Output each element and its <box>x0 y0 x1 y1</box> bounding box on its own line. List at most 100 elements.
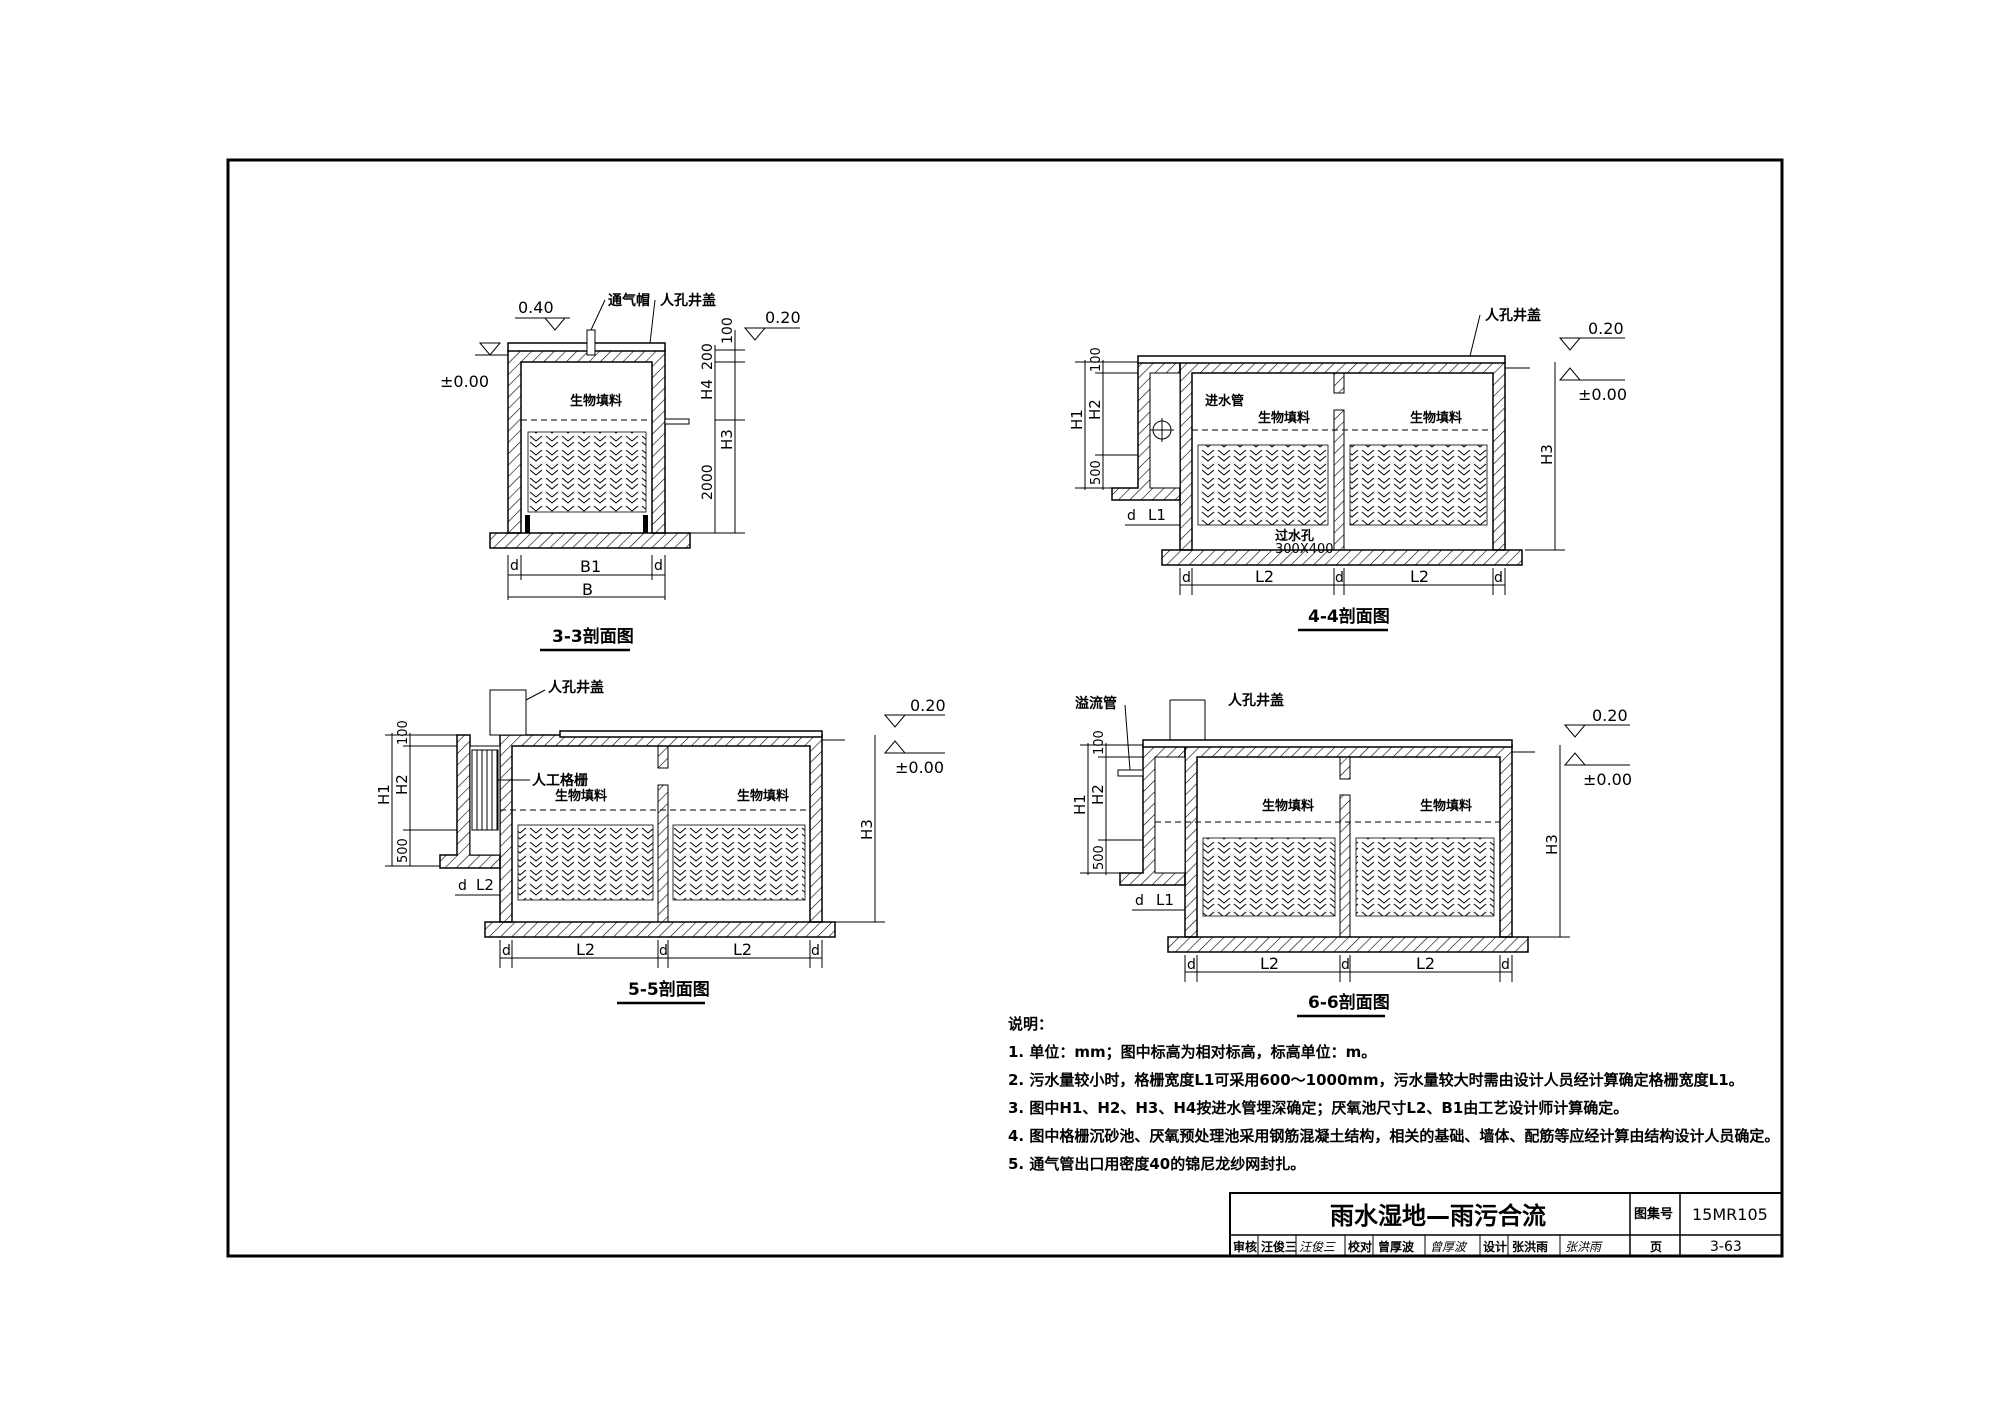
atlas-label: 图集号 <box>1634 1206 1673 1222</box>
dim-text: 100 <box>396 720 411 745</box>
dim-text: B <box>582 580 593 599</box>
label-manhole: 人孔井盖 <box>1485 307 1541 324</box>
bio-filler <box>527 431 647 513</box>
elevation-marker <box>1558 367 1582 381</box>
dim-text: H3 <box>1538 444 1556 465</box>
leader-line <box>1469 314 1481 357</box>
dim-text: d <box>1501 957 1510 973</box>
dim-text: H3 <box>1543 834 1561 855</box>
label-vent: 通气帽 <box>608 292 650 309</box>
elevation-label: ±0.00 <box>1583 770 1632 789</box>
label-filler: 生物填料 <box>1262 798 1314 814</box>
elevation-label: 0.20 <box>1588 319 1624 338</box>
section-title: 6-6剖面图 <box>1308 992 1390 1013</box>
elevation-marker <box>1563 724 1587 738</box>
section-4-4: 人孔井盖 进水管 生物填料 生物填料 过水孔 300X400 0.20 ±0.0… <box>1068 307 1627 632</box>
elevation-label: 0.20 <box>910 696 946 715</box>
label-grille: 人工格栅 <box>532 772 588 789</box>
elevation-label: 0.20 <box>1592 706 1628 725</box>
section-title: 4-4剖面图 <box>1308 606 1390 627</box>
vent-pipe <box>586 329 596 356</box>
dim-text: H1 <box>1071 794 1089 815</box>
elevation-marker <box>478 342 502 356</box>
notes-heading: 说明： <box>1008 1015 1054 1033</box>
note-item: 1. 单位：mm；图中标高为相对标高，标高单位：m。 <box>1008 1043 1377 1061</box>
elevation-label: 0.20 <box>765 308 801 327</box>
dim-text: H1 <box>375 784 393 805</box>
sheet-border <box>226 158 1784 1258</box>
page-number: 3-63 <box>1710 1239 1742 1255</box>
review-name: 汪俊三 <box>1261 1239 1297 1254</box>
dim-text: 500 <box>1092 845 1107 870</box>
review-label: 审核 <box>1233 1239 1257 1254</box>
dim-text: d <box>502 943 511 959</box>
check-name: 曾厚波 <box>1378 1239 1415 1254</box>
dim-text: d <box>811 943 820 959</box>
tank-walls <box>499 734 823 923</box>
elevation-marker <box>743 327 767 341</box>
review-signature: 汪俊三 <box>1299 1240 1336 1254</box>
dim-text: 100 <box>720 317 736 344</box>
bio-filler <box>517 824 654 901</box>
cover-slab <box>1137 355 1506 364</box>
dim-text: L2 <box>1416 954 1435 973</box>
dim-text: 100 <box>1089 347 1104 372</box>
tank-walls <box>507 349 666 534</box>
elevation-label: ±0.00 <box>895 758 944 777</box>
drawing-title: 雨水湿地—雨污合流 <box>1330 1202 1546 1230</box>
partition-upper <box>1339 756 1351 780</box>
dim-text: L2 <box>733 940 752 959</box>
dim-text: L2 <box>476 876 494 894</box>
dim-text: d <box>1182 570 1191 586</box>
leader-line <box>1124 704 1131 771</box>
page-label: 页 <box>1650 1240 1662 1254</box>
dim-text: d <box>1187 957 1196 973</box>
check-label: 校对 <box>1348 1239 1372 1254</box>
dim-text: d <box>1494 570 1503 586</box>
tank-walls <box>1179 361 1506 551</box>
elevation-label: ±0.00 <box>440 372 489 391</box>
elevation-marker <box>883 740 907 754</box>
dim-text: H2 <box>1086 399 1104 420</box>
leader-line <box>590 299 606 331</box>
label-hole-size: 300X400 <box>1275 542 1334 557</box>
note-item: 2. 污水量较小时，格栅宽度L1可采用600～1000mm，污水量较大时需由设计… <box>1008 1071 1744 1089</box>
notes-block: 说明： 1. 单位：mm；图中标高为相对标高，标高单位：m。 2. 污水量较小时… <box>1008 1010 1988 1178</box>
label-overflow: 溢流管 <box>1075 695 1117 712</box>
note-item: 3. 图中H1、H2、H3、H4按进水管埋深确定；厌氧池尺寸L2、B1由工艺设计… <box>1008 1099 1629 1117</box>
dim-text: L1 <box>1148 506 1166 524</box>
dim-text: B1 <box>580 557 601 576</box>
elevation-label: ±0.00 <box>1578 385 1627 404</box>
partition-main <box>1339 794 1351 938</box>
elevation-marker <box>543 317 567 331</box>
section-3-3: 0.40 ±0.00 0.20 通气帽 人孔井盖 生物填料 100 200 H4… <box>440 292 801 652</box>
dim-text: H2 <box>393 774 411 795</box>
note-item: 4. 图中格栅沉砂池、厌氧预处理池采用钢筋混凝土结构，相关的基础、墙体、配筋等应… <box>1008 1127 1780 1145</box>
dim-text: d <box>1135 893 1144 909</box>
partition-upper <box>657 745 669 769</box>
label-filler: 生物填料 <box>570 393 622 409</box>
partition-upper <box>1333 372 1345 394</box>
dim-text: L2 <box>576 940 595 959</box>
leader-line <box>525 689 546 701</box>
base-slab <box>484 921 836 938</box>
outlet-pipe <box>664 418 690 425</box>
elevation-marker <box>1563 752 1587 766</box>
label-filler: 生物填料 <box>555 788 607 804</box>
design-label: 设计 <box>1483 1239 1507 1254</box>
partition-main <box>1333 409 1345 551</box>
label-filler: 生物填料 <box>1420 798 1472 814</box>
artificial-grille <box>471 749 499 831</box>
dim-text: L2 <box>1260 954 1279 973</box>
elevation-marker <box>1558 337 1582 351</box>
label-inlet: 进水管 <box>1205 393 1244 409</box>
dim-text: 2000 <box>700 464 716 500</box>
dim-text: d <box>1335 570 1344 586</box>
manhole-riser <box>489 689 527 736</box>
label-manhole: 人孔井盖 <box>660 292 716 309</box>
bio-filler <box>672 824 806 901</box>
base-slab <box>1161 549 1523 566</box>
filler-support <box>643 515 648 533</box>
dim-text: d <box>458 878 467 894</box>
bio-filler <box>1355 837 1495 917</box>
